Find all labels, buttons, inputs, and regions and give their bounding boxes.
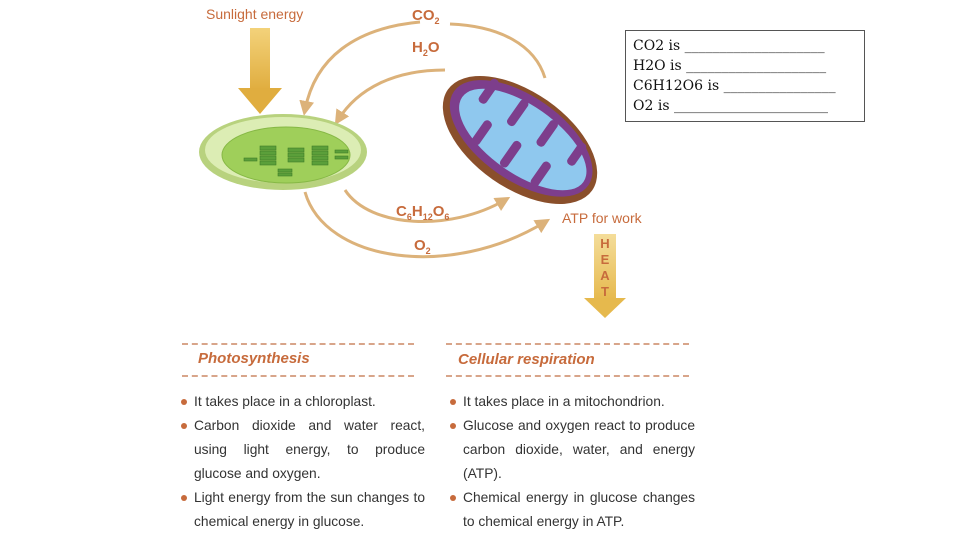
arrow-co2-to-chloroplast bbox=[299, 20, 421, 116]
photosynthesis-list: It takes place in a chloroplast. Carbon … bbox=[180, 390, 425, 534]
heat-letter-t: T bbox=[601, 284, 609, 299]
fill-line-h2o: H2O is ____________________ bbox=[633, 58, 827, 74]
arrow-glucose-to-mito bbox=[343, 189, 511, 223]
heat-letter-e: E bbox=[601, 252, 610, 267]
fill-line-o2: O2 is ______________________ bbox=[633, 98, 828, 114]
chloroplast bbox=[199, 114, 367, 190]
list-item: Light energy from the sun changes to che… bbox=[180, 486, 425, 534]
h2o-label: H2O bbox=[412, 39, 440, 58]
mitochondrion bbox=[442, 76, 598, 204]
photosynthesis-title: Photosynthesis bbox=[198, 350, 310, 367]
respiration-bottom-divider bbox=[446, 375, 689, 377]
list-item: Glucose and oxygen react to produce carb… bbox=[449, 414, 695, 486]
arrow-o2-to-mito bbox=[303, 191, 551, 259]
arrow-mito-outgoing-top bbox=[449, 22, 547, 79]
heat-letter-h: H bbox=[600, 236, 609, 251]
respiration-list: It takes place in a mitochondrion. Gluco… bbox=[449, 390, 695, 534]
fill-in-box: CO2 is ____________________ H2O is _____… bbox=[625, 30, 865, 122]
arrow-h2o-to-chloroplast bbox=[334, 68, 446, 126]
sunlight-arrow bbox=[238, 28, 282, 114]
photosynthesis-top-divider bbox=[182, 343, 414, 345]
photosynthesis-bottom-divider bbox=[182, 375, 414, 377]
glucose-label: C6H12O6 bbox=[396, 203, 449, 222]
list-item: Carbon dioxide and water react, using li… bbox=[180, 414, 425, 486]
list-item: Chemical energy in glucose changes to ch… bbox=[449, 486, 695, 534]
respiration-title: Cellular respiration bbox=[458, 351, 595, 368]
heat-letter-a: A bbox=[600, 268, 610, 283]
fill-line-co2: CO2 is ____________________ bbox=[633, 38, 825, 54]
fill-line-glucose: C6H12O6 is ________________ bbox=[633, 78, 836, 94]
o2-label: O2 bbox=[414, 237, 431, 256]
list-item: It takes place in a mitochondrion. bbox=[449, 390, 695, 414]
sunlight-label: Sunlight energy bbox=[206, 6, 303, 22]
respiration-top-divider bbox=[446, 343, 689, 345]
list-item: It takes place in a chloroplast. bbox=[180, 390, 425, 414]
heat-arrow bbox=[584, 234, 626, 318]
atp-label: ATP for work bbox=[562, 210, 643, 226]
co2-label: CO2 bbox=[412, 7, 440, 26]
